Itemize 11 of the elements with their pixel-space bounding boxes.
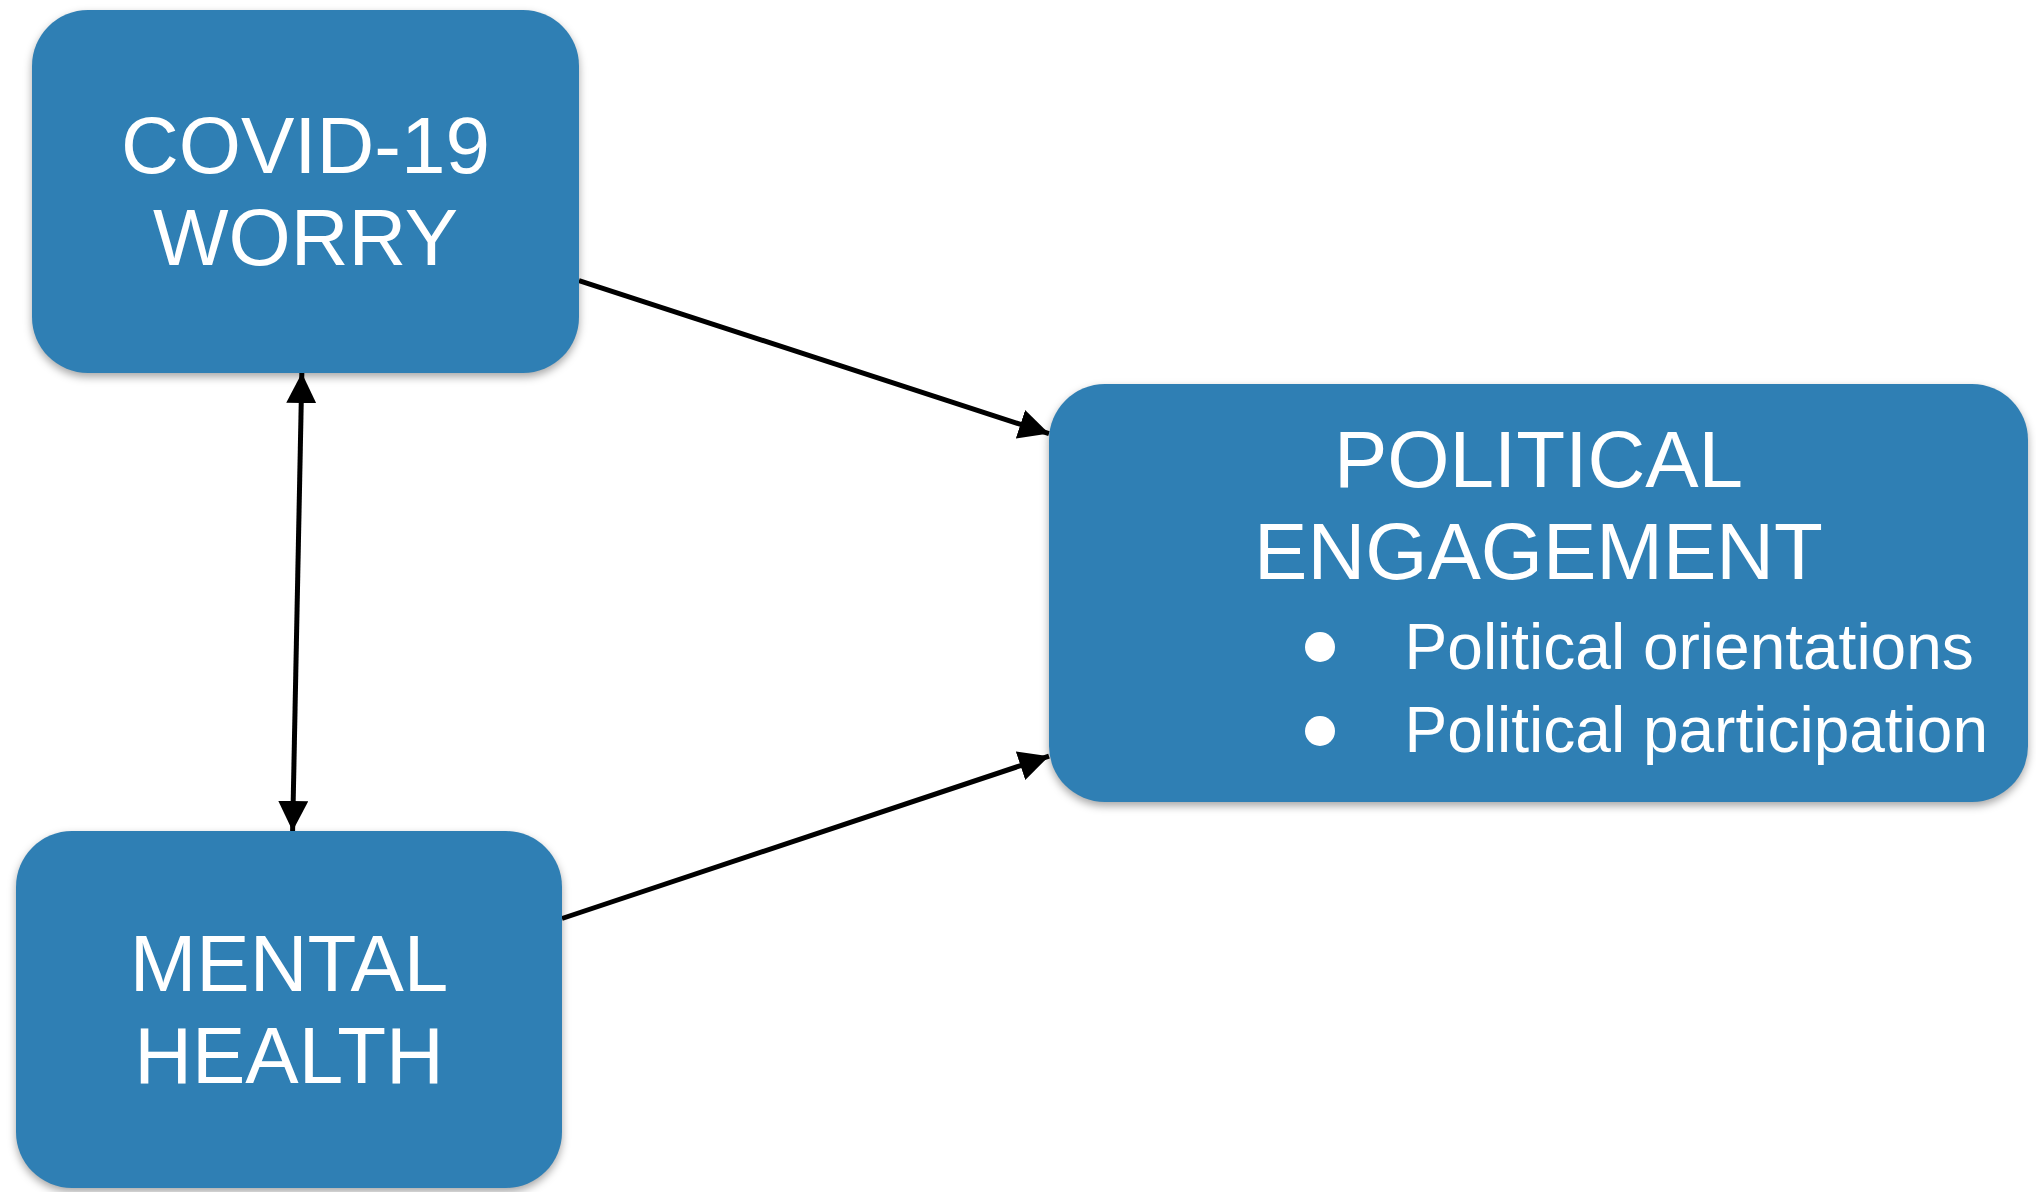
concept-box: [16, 831, 562, 1188]
concept-box: [1049, 384, 2028, 802]
box-title: POLITICAL ENGAGEMENT: [1253, 413, 1824, 598]
box-title: MENTAL HEALTH: [128, 917, 450, 1102]
bullet-text: Political orientations: [1404, 609, 1974, 685]
concept-box: [32, 10, 579, 373]
arrow: [561, 751, 1050, 921]
bullet-text: Political participation: [1404, 693, 1988, 768]
arrow: [278, 372, 317, 832]
arrow: [578, 278, 1050, 439]
box-title: COVID-19 WORRY: [120, 99, 491, 284]
